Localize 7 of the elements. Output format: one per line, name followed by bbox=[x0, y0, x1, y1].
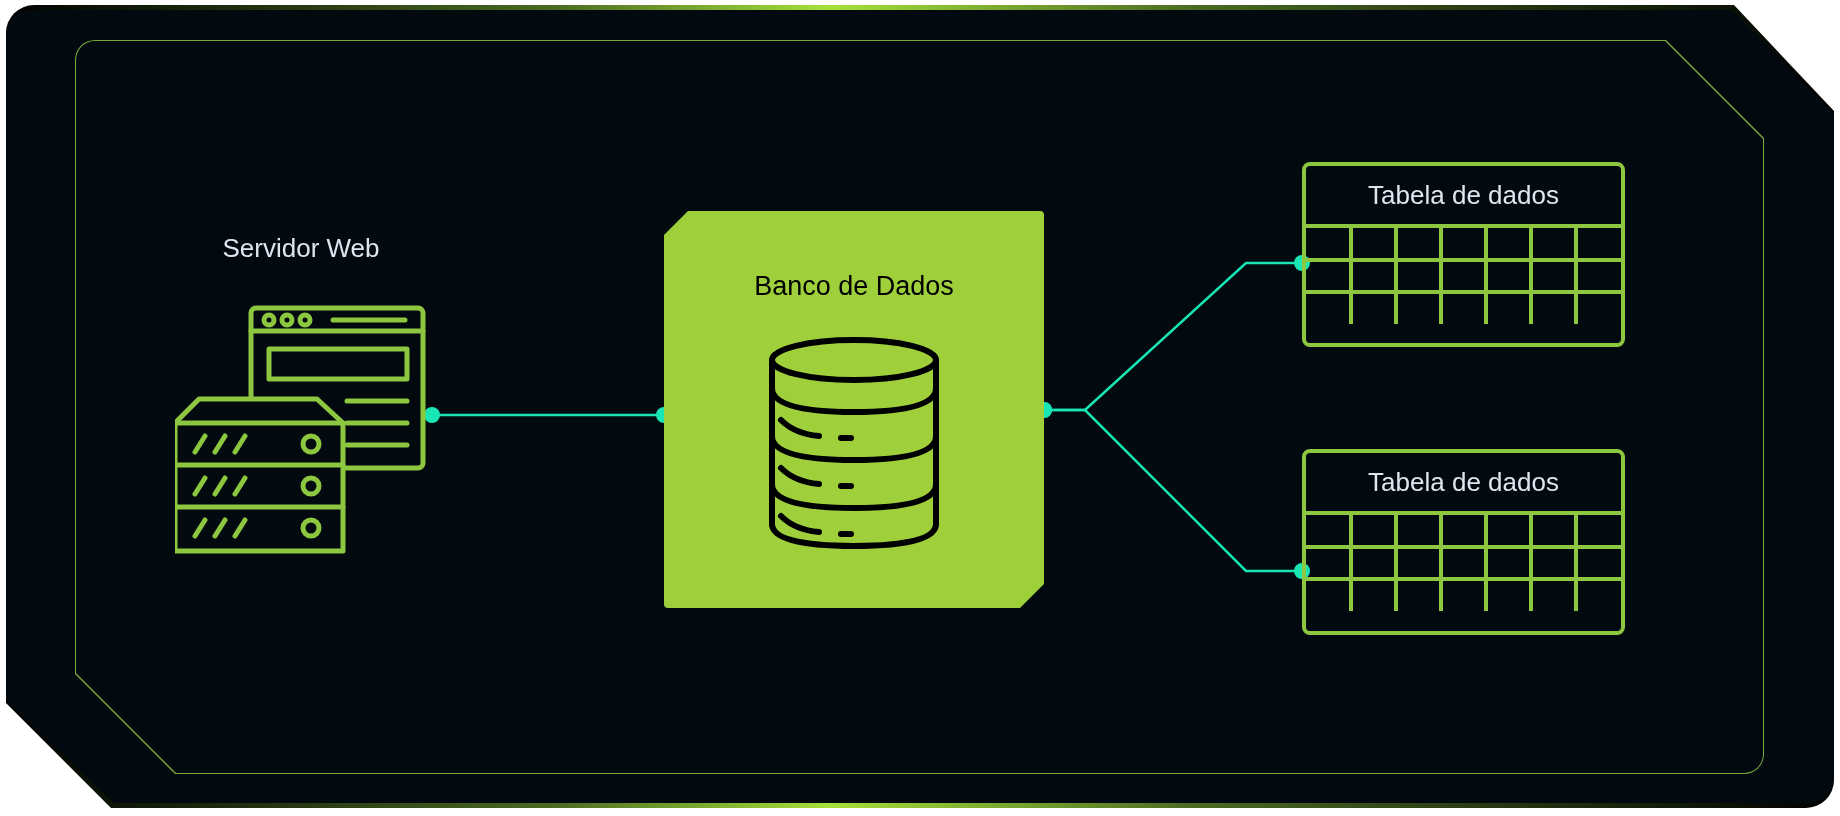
data-table bbox=[1302, 449, 1625, 635]
node-label: Banco de Dados bbox=[754, 273, 954, 300]
table-title: Tabela de dados bbox=[1368, 469, 1559, 495]
table-title: Tabela de dados bbox=[1368, 182, 1559, 208]
data-table bbox=[1302, 162, 1625, 347]
node-label: Servidor Web bbox=[222, 235, 380, 261]
database-box bbox=[664, 211, 1044, 608]
